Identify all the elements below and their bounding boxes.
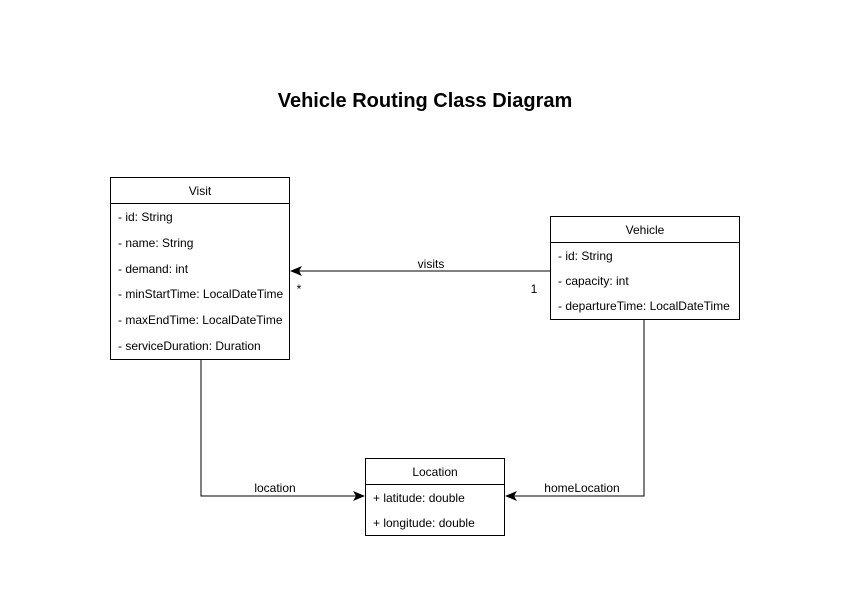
- field-vehicle-departuretime: - departureTime: LocalDateTime: [558, 299, 730, 314]
- edge-label-visits: visits: [417, 257, 445, 271]
- field-visit-demand: - demand: int: [118, 261, 189, 276]
- class-fields-visit: - id: String - name: String - demand: in…: [111, 204, 289, 359]
- class-box-visit: Visit - id: String - name: String - dema…: [110, 177, 290, 360]
- multiplicity-visits-many: *: [296, 282, 302, 296]
- class-name-visit: Visit: [111, 178, 289, 204]
- class-box-vehicle: Vehicle - id: String - capacity: int - d…: [550, 216, 740, 320]
- field-location-latitude: + latitude: double: [373, 490, 465, 505]
- field-visit-serviceduration: - serviceDuration: Duration: [118, 339, 261, 354]
- field-visit-minstarttime: - minStartTime: LocalDateTime: [118, 287, 284, 302]
- diagram-title: Vehicle Routing Class Diagram: [277, 90, 573, 112]
- field-vehicle-capacity: - capacity: int: [558, 273, 629, 288]
- field-location-longitude: + longitude: double: [373, 515, 475, 530]
- class-name-vehicle: Vehicle: [551, 217, 739, 243]
- arrowhead-visits: [290, 266, 302, 276]
- edge-visits: [290, 266, 550, 276]
- field-visit-maxendtime: - maxEndTime: LocalDateTime: [118, 313, 283, 328]
- edge-label-homelocation: homeLocation: [544, 481, 620, 495]
- arrowhead-homelocation: [505, 491, 517, 501]
- edge-homelocation: [505, 320, 645, 501]
- field-visit-id: - id: String: [118, 209, 173, 224]
- multiplicity-visits-one: 1: [530, 282, 538, 296]
- class-name-location: Location: [366, 459, 504, 485]
- class-fields-location: + latitude: double + longitude: double: [366, 485, 504, 535]
- class-fields-vehicle: - id: String - capacity: int - departure…: [551, 243, 739, 319]
- edge-location: [200, 360, 365, 501]
- field-visit-name: - name: String: [118, 235, 194, 250]
- class-box-location: Location + latitude: double + longitude:…: [365, 458, 505, 536]
- arrowhead-location: [353, 491, 365, 501]
- edge-label-location: location: [254, 481, 296, 495]
- field-vehicle-id: - id: String: [558, 248, 613, 263]
